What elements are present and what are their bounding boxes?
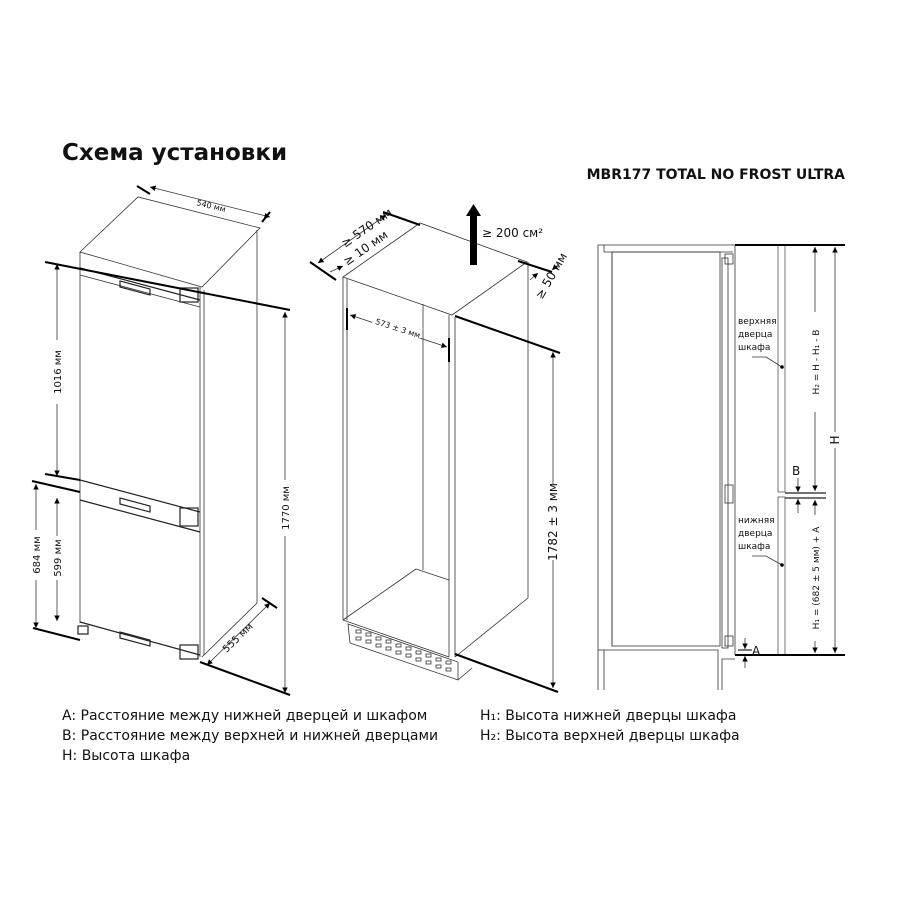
vent-area-label: ≥ 200 см² [482, 226, 543, 240]
fridge-dimensions: 540 мм 1016 мм 684 мм 599 мм 1770 мм 555… [29, 185, 292, 696]
fridge-drawing [77, 196, 261, 660]
legend-h: H: Высота шкафа [62, 748, 191, 764]
legend-b: B: Расстояние между верхней и нижней две… [62, 728, 439, 744]
b-label: B [792, 464, 800, 478]
legend-right: H₁: Высота нижней дверцы шкафа H₂: Высот… [480, 706, 740, 746]
page-title: Схема установки [62, 140, 288, 166]
h2-formula: H₂ = H - H₁ - B [812, 330, 822, 395]
lower-door-note-3: шкафа [738, 542, 770, 552]
upper-door-note-1: верхняя [738, 317, 777, 327]
upper-door-note-3: шкафа [738, 343, 770, 353]
rear-gap-label: ≥ 50 мм [532, 250, 570, 301]
lower-door-height-label: 599 мм [53, 539, 64, 576]
plinth-vents [355, 629, 452, 672]
model-name: MBR177 TOTAL NO FROST ULTRA [586, 167, 845, 183]
legend-h2: H₂: Высота верхней дверцы шкафа [480, 728, 740, 744]
h-label: H [828, 435, 842, 444]
side-view-drawing: H H₂ = H - H₁ - B H₁ = (682 ± 5 мм) + A … [597, 244, 845, 690]
legend-a: A: Расстояние между нижней дверцей и шка… [62, 708, 428, 724]
legend-h1: H₁: Высота нижней дверцы шкафа [480, 708, 737, 724]
fridge-width-label: 540 мм [196, 198, 227, 214]
upper-door-height-label: 1016 мм [53, 350, 64, 394]
cabinet-dimensions: ≥ 200 см² ≥ 570 мм ≥ 10 мм ≥ 50 мм 573 ±… [309, 204, 570, 693]
lower-door-note-2: дверца [738, 529, 772, 539]
cabinet-height-label: 1782 ± 3 мм [546, 483, 560, 561]
cabinet-drawing [342, 222, 529, 681]
lower-cabinet-door [777, 496, 786, 656]
upper-door-note-2: дверца [738, 330, 772, 340]
ventilation-arrow-icon [466, 204, 481, 265]
fridge-height-label: 1770 мм [281, 486, 292, 530]
h1-formula: H₁ = (682 ± 5 мм) + A [812, 526, 822, 630]
lower-total-height-label: 684 мм [32, 536, 43, 573]
a-label: A [752, 644, 761, 658]
fridge-depth-label: 555 мм [221, 621, 256, 655]
legend-left: A: Расстояние между нижней дверцей и шка… [62, 706, 438, 766]
lower-door-note-1: нижняя [738, 516, 775, 526]
